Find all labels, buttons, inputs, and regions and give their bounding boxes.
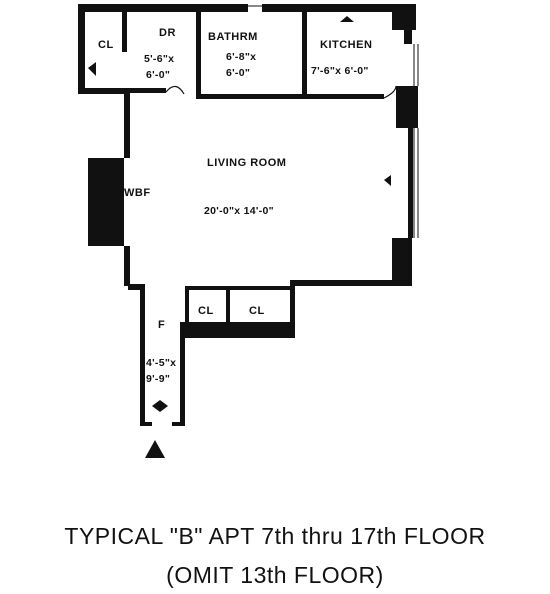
kitchen-dim: 7'-6"x 6'-0" (311, 65, 369, 77)
living-room-label: LIVING ROOM (207, 157, 286, 169)
closet-top-label: CL (98, 39, 114, 51)
foyer-dim-1: 4'-5"x (146, 357, 176, 369)
door-swings (165, 85, 397, 99)
window-lines (248, 5, 419, 238)
fireplace-label: WBF (124, 187, 151, 199)
caption-line-2: (OMIT 13th FLOOR) (166, 562, 384, 588)
foyer-dim-2: 9'-9" (146, 373, 170, 385)
dining-room-label: DR (159, 27, 176, 39)
dining-room-dim-2: 6'-0" (146, 69, 170, 81)
floor-plan: CL DR 5'-6"x 6'-0" BATHRM 6'-8"x 6'-0" K… (78, 4, 419, 458)
bathroom-label: BATHRM (208, 31, 258, 43)
closet-foyer-label: CL (198, 305, 214, 317)
closet-lower-label: CL (249, 305, 265, 317)
bathroom-dim-2: 6'-0" (226, 67, 250, 79)
foyer-label: F (158, 319, 165, 331)
living-room-dim: 20'-0"x 14'-0" (204, 205, 274, 217)
dining-room-dim-1: 5'-6"x (144, 53, 174, 65)
markers (88, 16, 391, 412)
caption-line-1: TYPICAL "B" APT 7th thru 17th FLOOR (64, 523, 486, 549)
entry-arrow-icon (145, 440, 165, 458)
walls (78, 4, 418, 426)
bathroom-dim-1: 6'-8"x (226, 51, 256, 63)
kitchen-label: KITCHEN (320, 39, 372, 51)
